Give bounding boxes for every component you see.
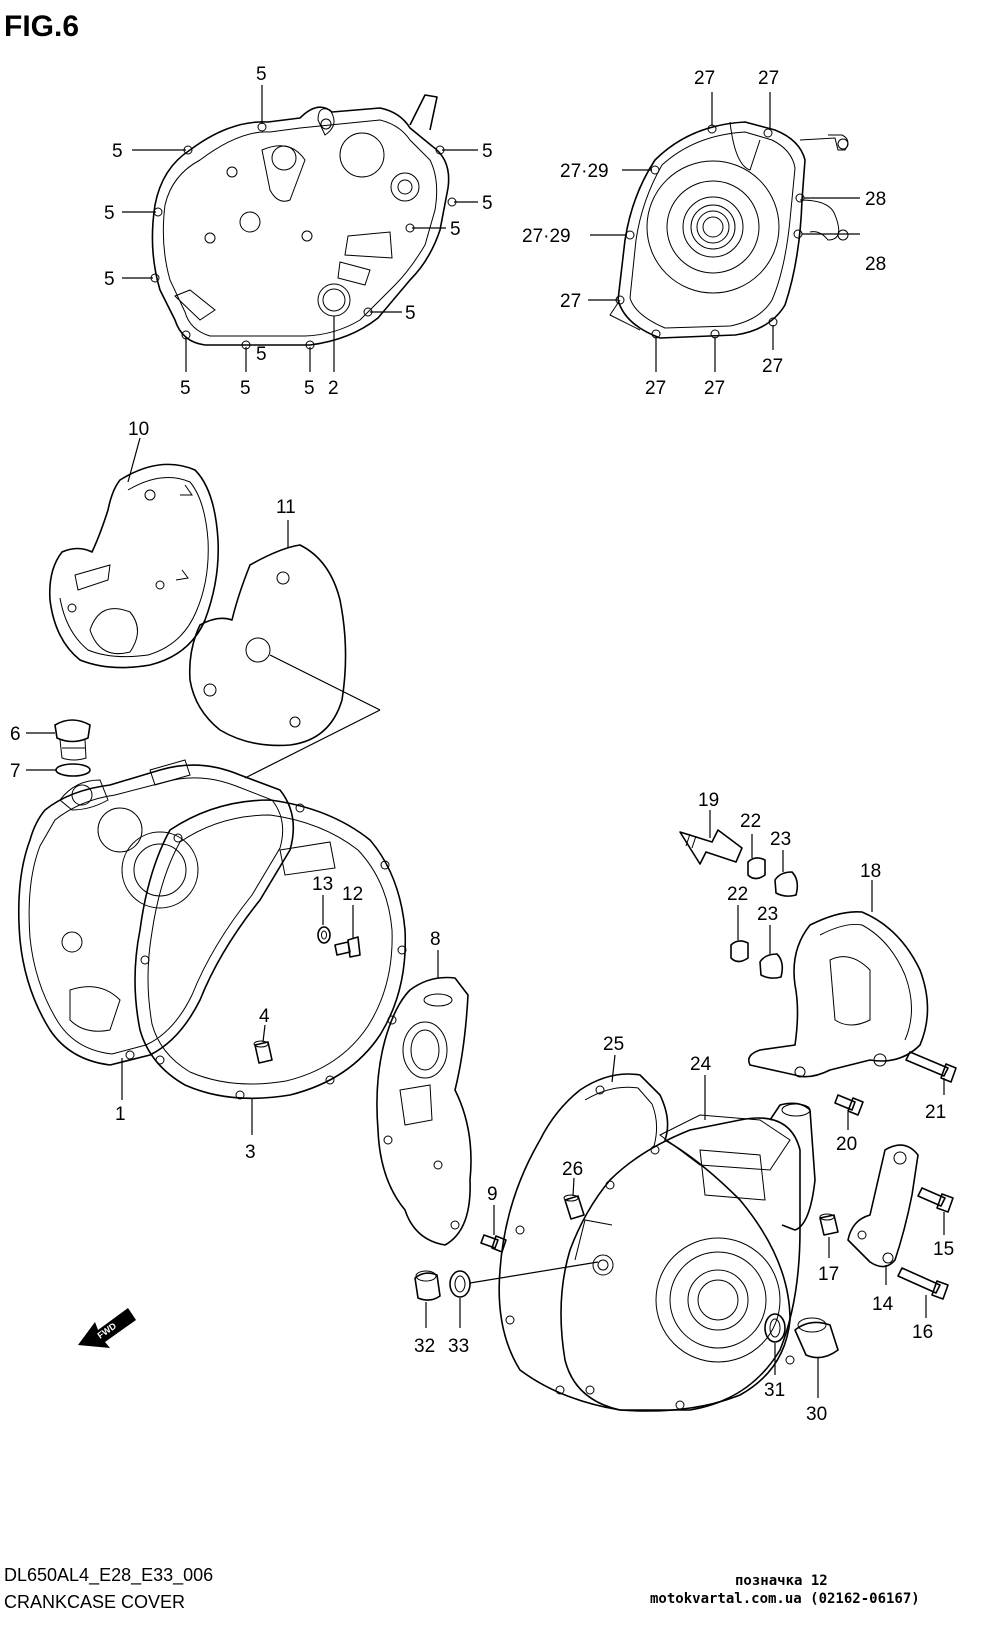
watermark-line1: позначка 12	[735, 1573, 828, 1589]
o-ring-7	[55, 763, 91, 777]
callout-4: 4	[259, 1006, 270, 1027]
callout-11: 11	[276, 497, 296, 518]
callout-28: 28	[865, 189, 886, 210]
callout-9: 9	[487, 1184, 498, 1205]
section-title: CRANKCASE COVER	[4, 1592, 185, 1612]
bolt-9	[480, 1234, 507, 1253]
callout-13: 13	[312, 874, 333, 895]
cover-18	[747, 910, 929, 1078]
callout-27-29: 27·29	[560, 161, 609, 182]
callout-2: 2	[328, 378, 339, 399]
dowel-pin-17	[819, 1213, 839, 1236]
crankcase-cover-1	[17, 759, 295, 1066]
callout-6: 6	[10, 724, 21, 745]
bracket-14	[847, 1144, 919, 1268]
callout-27: 27	[645, 378, 666, 399]
callout-22: 22	[740, 811, 761, 832]
callout-27: 27	[762, 356, 783, 377]
callout-16: 16	[912, 1322, 933, 1343]
callout-27: 27	[758, 68, 779, 89]
callout-5: 5	[304, 378, 315, 399]
bolt-16	[897, 1267, 949, 1300]
callout-22: 22	[727, 884, 748, 905]
callout-19: 19	[698, 790, 719, 811]
washer-13	[317, 926, 331, 944]
callout-12: 12	[342, 884, 363, 905]
callout-20: 20	[836, 1134, 857, 1155]
callout-7: 7	[10, 761, 21, 782]
bolt-21	[905, 1051, 957, 1083]
callout-15: 15	[933, 1239, 954, 1260]
o-ring-31	[764, 1313, 786, 1343]
fwd-arrow-icon: FWD	[78, 1308, 136, 1348]
callout-1: 1	[115, 1104, 126, 1125]
callout-21: 21	[925, 1102, 946, 1123]
callout-5: 5	[256, 64, 267, 85]
model-code: DL650AL4_E28_E33_006	[4, 1565, 213, 1586]
plate-10	[48, 463, 220, 669]
leader-lines-top-right	[588, 92, 860, 372]
watermark-line2: motokvartal.com.ua (02162-06167)	[650, 1591, 920, 1607]
callout-26: 26	[562, 1159, 583, 1180]
callout-5: 5	[405, 303, 416, 324]
grommet-23b	[759, 953, 784, 979]
callout-5: 5	[112, 141, 123, 162]
callout-5: 5	[482, 193, 493, 214]
callout-3: 3	[245, 1142, 256, 1163]
callout-5: 5	[482, 141, 493, 162]
plate-8	[376, 976, 472, 1246]
callout-5: 5	[450, 219, 461, 240]
callout-10: 10	[128, 419, 149, 440]
stud-19	[679, 829, 743, 865]
figure-title: FIG.6	[4, 10, 79, 43]
bolt-15	[917, 1187, 954, 1213]
gasket-3	[134, 799, 407, 1100]
callout-27-29: 27·29	[522, 226, 571, 247]
crankcase-cover-24	[560, 1102, 816, 1411]
plug-32	[414, 1270, 441, 1301]
callout-27: 27	[704, 378, 725, 399]
callout-28: 28	[865, 254, 886, 275]
callout-30: 30	[806, 1404, 827, 1425]
callout-27: 27	[694, 68, 715, 89]
callout-14: 14	[872, 1294, 894, 1315]
oil-filler-cap-6	[54, 719, 91, 761]
generator-cover	[609, 121, 849, 339]
callout-5: 5	[180, 378, 191, 399]
plate-11	[188, 544, 347, 747]
callout-5: 5	[256, 344, 267, 365]
callout-8: 8	[430, 929, 441, 950]
gasket-25	[498, 1073, 791, 1412]
dowel-pin-4	[253, 1040, 273, 1064]
leader-lines-top-left	[122, 85, 478, 372]
callout-5: 5	[104, 269, 115, 290]
collar-22a	[747, 857, 766, 880]
callout-23: 23	[770, 829, 791, 850]
callout-17: 17	[818, 1264, 839, 1285]
grommet-23a	[774, 871, 799, 897]
callout-33: 33	[448, 1336, 469, 1357]
collar-22b	[730, 940, 749, 963]
callout-31: 31	[764, 1380, 785, 1401]
o-ring-33	[449, 1270, 471, 1298]
bolt-12	[334, 936, 361, 958]
callout-23: 23	[757, 904, 778, 925]
callout-25: 25	[603, 1034, 624, 1055]
dowel-pin-26	[563, 1194, 585, 1220]
bolt-20	[834, 1094, 864, 1116]
plug-30	[794, 1317, 839, 1359]
callout-24: 24	[690, 1054, 712, 1075]
callout-32: 32	[414, 1336, 435, 1357]
callout-27: 27	[560, 291, 581, 312]
callout-18: 18	[860, 861, 881, 882]
callout-5: 5	[240, 378, 251, 399]
callout-5: 5	[104, 203, 115, 224]
